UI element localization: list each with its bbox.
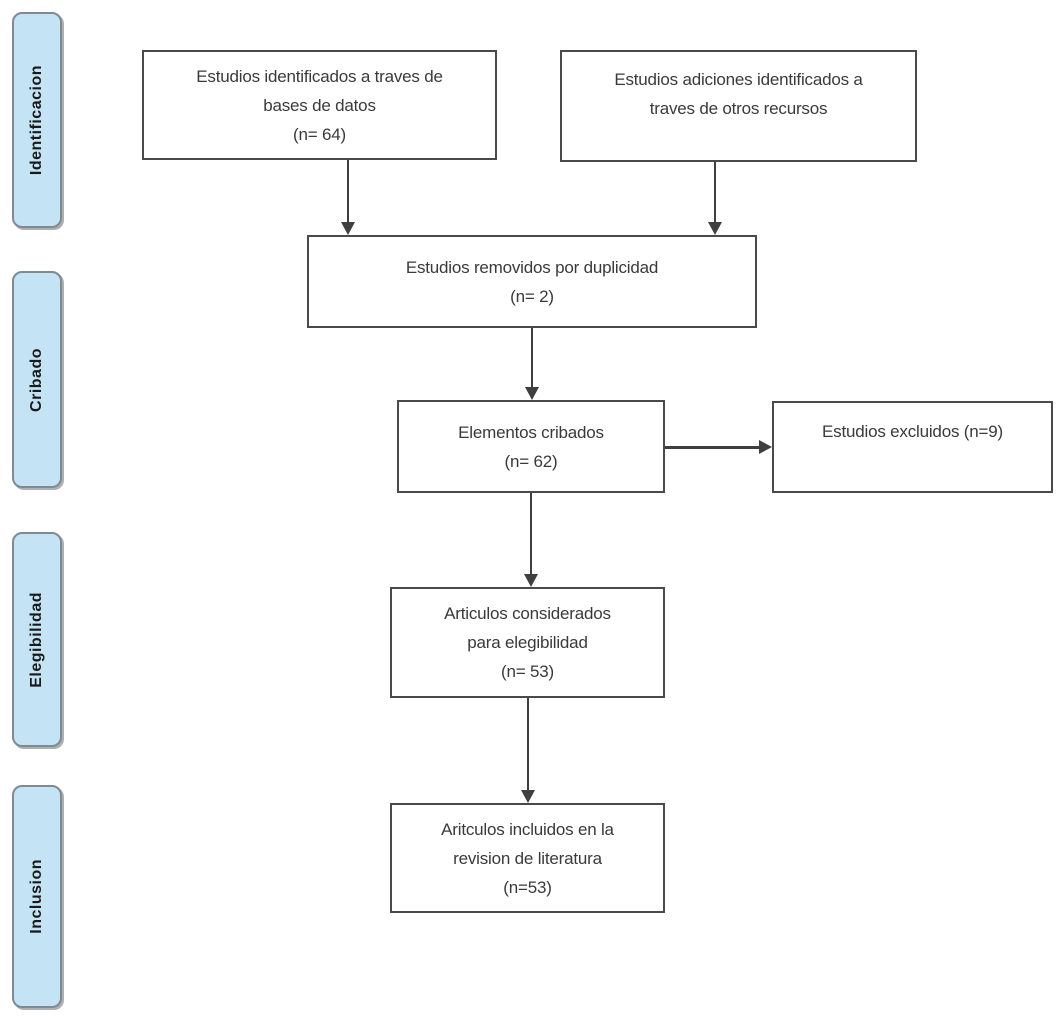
arrow-eligibility-to-included-line [527, 698, 529, 791]
stage-identificacion-label: Identificacion [28, 64, 45, 176]
arrow-databases-to-duplicates-line [347, 160, 349, 223]
flow-box-excluded: Estudios excluidos (n=9) [772, 401, 1053, 493]
flow-box-identified-databases-count: (n= 64) [293, 124, 346, 144]
flow-box-eligibility-line2: para elegibilidad [467, 633, 588, 652]
flow-box-screened-count: (n= 62) [504, 451, 558, 471]
flow-box-screened: Elementos cribados (n= 62) [397, 400, 665, 493]
stage-cribado-label: Cribado [28, 347, 45, 412]
arrow-screened-to-excluded-line [665, 446, 760, 449]
arrow-screened-to-eligibility-head-icon [524, 574, 538, 587]
stage-cribado: Cribado [12, 271, 62, 488]
arrow-screened-to-eligibility-line [530, 493, 532, 575]
flow-box-identified-databases-line2: bases de datos [263, 95, 376, 115]
flow-box-removed-duplicates-line1: Estudios removidos por duplicidad [405, 257, 659, 277]
flow-box-identified-other-line2: traves de otros recursos [649, 99, 828, 118]
flow-box-identified-databases-line1: Estudios identificados a traves de [196, 66, 443, 86]
stage-inclusion-label: Inclusion [28, 859, 45, 934]
flow-box-screened-line1: Elementos cribados [458, 422, 604, 442]
flow-box-eligibility-line1: Articulos considerados [444, 604, 611, 623]
stage-inclusion: Inclusion [12, 785, 62, 1008]
flow-box-identified-databases: Estudios identificados a traves de bases… [142, 50, 497, 160]
flow-box-eligibility-count: (n= 53) [501, 662, 554, 681]
flow-box-identified-other-line1: Estudios adiciones identificados a [614, 70, 863, 89]
arrow-other-to-duplicates-line [714, 162, 716, 223]
arrow-screened-to-excluded-head-icon [759, 440, 772, 454]
stage-elegibilidad: Elegibilidad [12, 532, 62, 747]
flow-box-included-count: (n=53) [503, 877, 552, 897]
stage-identificacion: Identificacion [12, 12, 62, 228]
arrow-eligibility-to-included-head-icon [521, 790, 535, 803]
flow-box-included-line2: revision de literatura [453, 848, 602, 868]
flow-box-included: Aritculos incluidos en la revision de li… [390, 803, 665, 913]
arrow-duplicates-to-screened-head-icon [525, 387, 539, 400]
flow-box-eligibility: Articulos considerados para elegibilidad… [390, 587, 665, 698]
arrow-other-to-duplicates-head-icon [708, 222, 722, 235]
arrow-duplicates-to-screened-line [531, 328, 533, 388]
flow-box-identified-other: Estudios adiciones identificados a trave… [560, 50, 917, 162]
flow-box-excluded-line1: Estudios excluidos (n=9) [822, 422, 1003, 441]
flow-box-removed-duplicates: Estudios removidos por duplicidad (n= 2) [307, 235, 757, 328]
arrow-databases-to-duplicates-head-icon [341, 222, 355, 235]
flow-box-removed-duplicates-count: (n= 2) [510, 286, 554, 306]
flow-box-included-line1: Aritculos incluidos en la [441, 819, 614, 839]
stage-elegibilidad-label: Elegibilidad [28, 591, 45, 688]
